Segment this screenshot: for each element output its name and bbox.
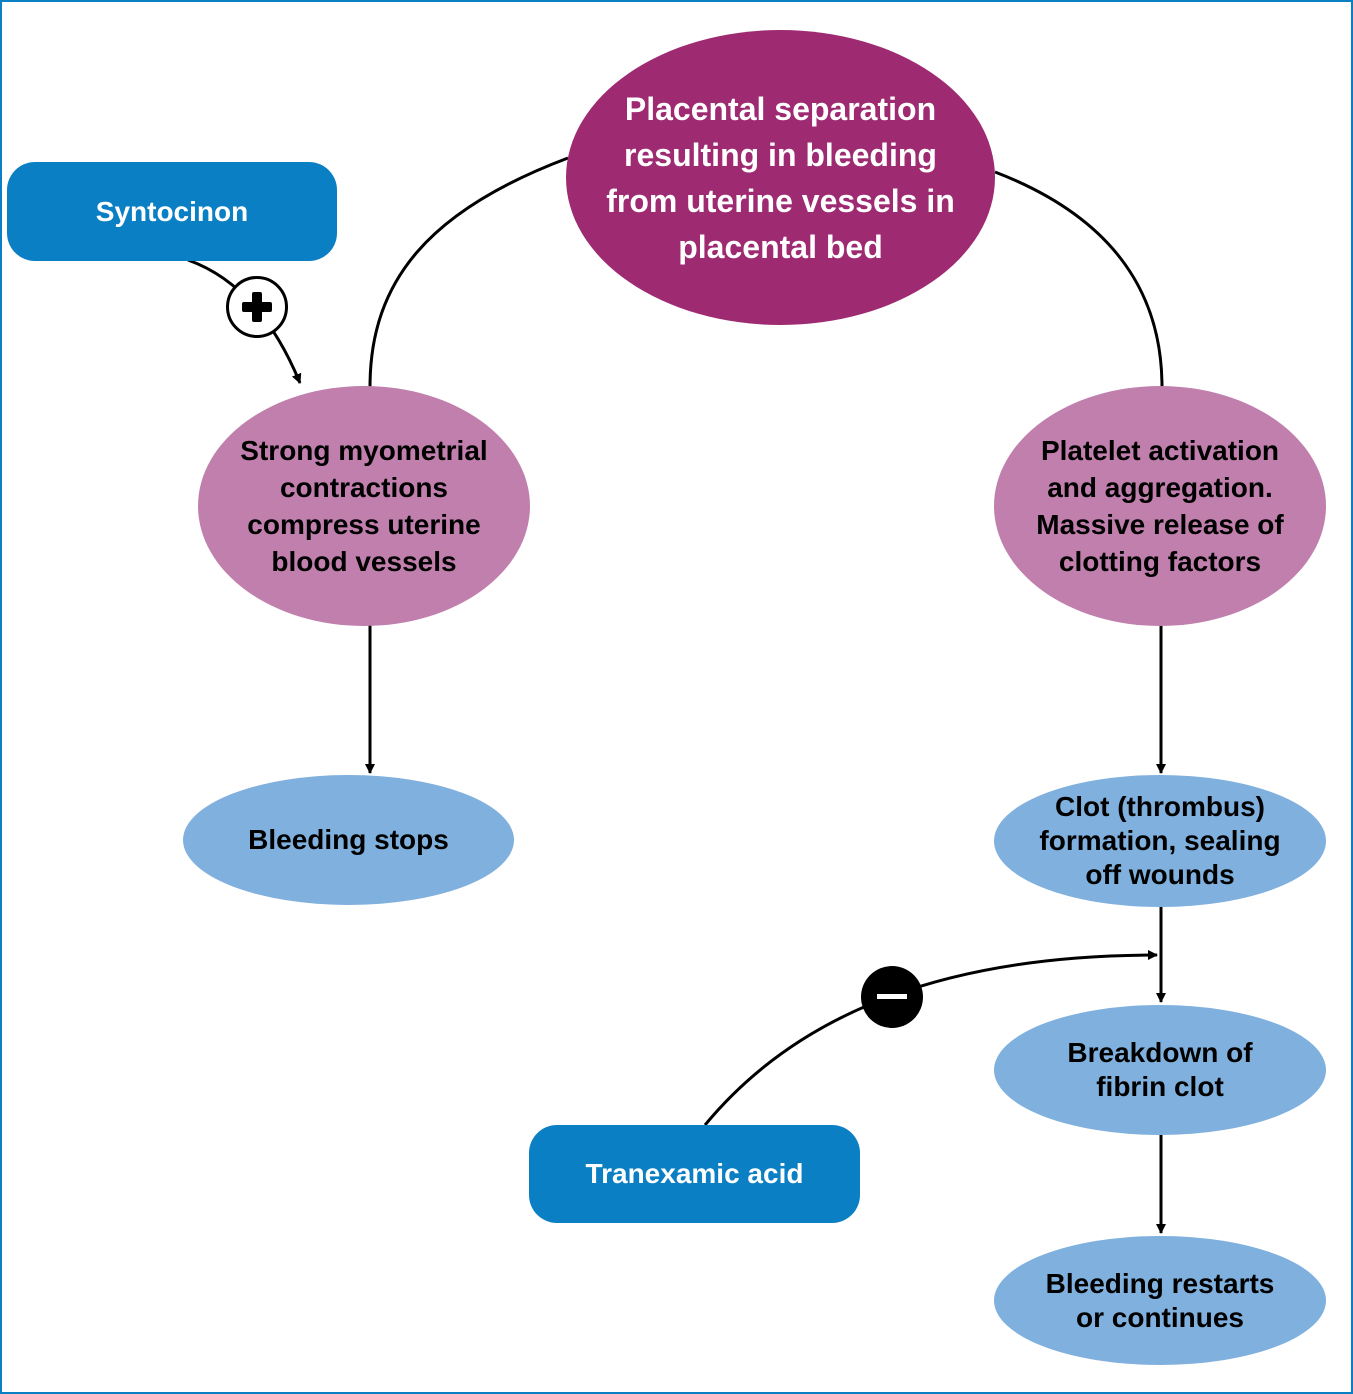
fibrin-breakdown-node: Breakdown of fibrin clot [994,1005,1326,1135]
myometrial-contractions-label: Strong myometrial contractions compress … [240,435,488,577]
placental-separation-node: Placental separation resulting in bleedi… [566,30,995,325]
syntocinon-box: Syntocinon [7,162,337,261]
myometrial-contractions-node: Strong myometrial contractions compress … [198,386,530,626]
platelet-activation-label: Platelet activation and aggregation. Mas… [1036,435,1284,577]
tranexamic-acid-box: Tranexamic acid [529,1125,860,1223]
clot-formation-label: Clot (thrombus) formation, sealing off w… [1039,791,1281,890]
bleeding-stops-node: Bleeding stops [183,775,514,905]
plus-glyph [242,292,272,322]
bleeding-restarts-node: Bleeding restarts or continues [994,1236,1326,1365]
placental-separation-label: Placental separation resulting in bleedi… [606,90,955,265]
arc-to-myometrial [368,156,569,388]
minus-sign-icon [861,966,923,1028]
arc-to-platelet [994,170,1164,388]
plus-sign-icon [226,276,288,338]
fibrin-breakdown-label: Breakdown of fibrin clot [1067,1037,1253,1102]
platelet-activation-node: Platelet activation and aggregation. Mas… [994,386,1326,626]
minus-glyph [877,994,907,999]
clot-formation-node: Clot (thrombus) formation, sealing off w… [994,775,1326,907]
syntocinon-label: Syntocinon [95,195,249,227]
bleeding-restarts-label: Bleeding restarts or continues [1045,1267,1275,1333]
tranexamic-acid-label: Tranexamic acid [585,1158,804,1189]
bleeding-stops-label: Bleeding stops [248,824,449,855]
